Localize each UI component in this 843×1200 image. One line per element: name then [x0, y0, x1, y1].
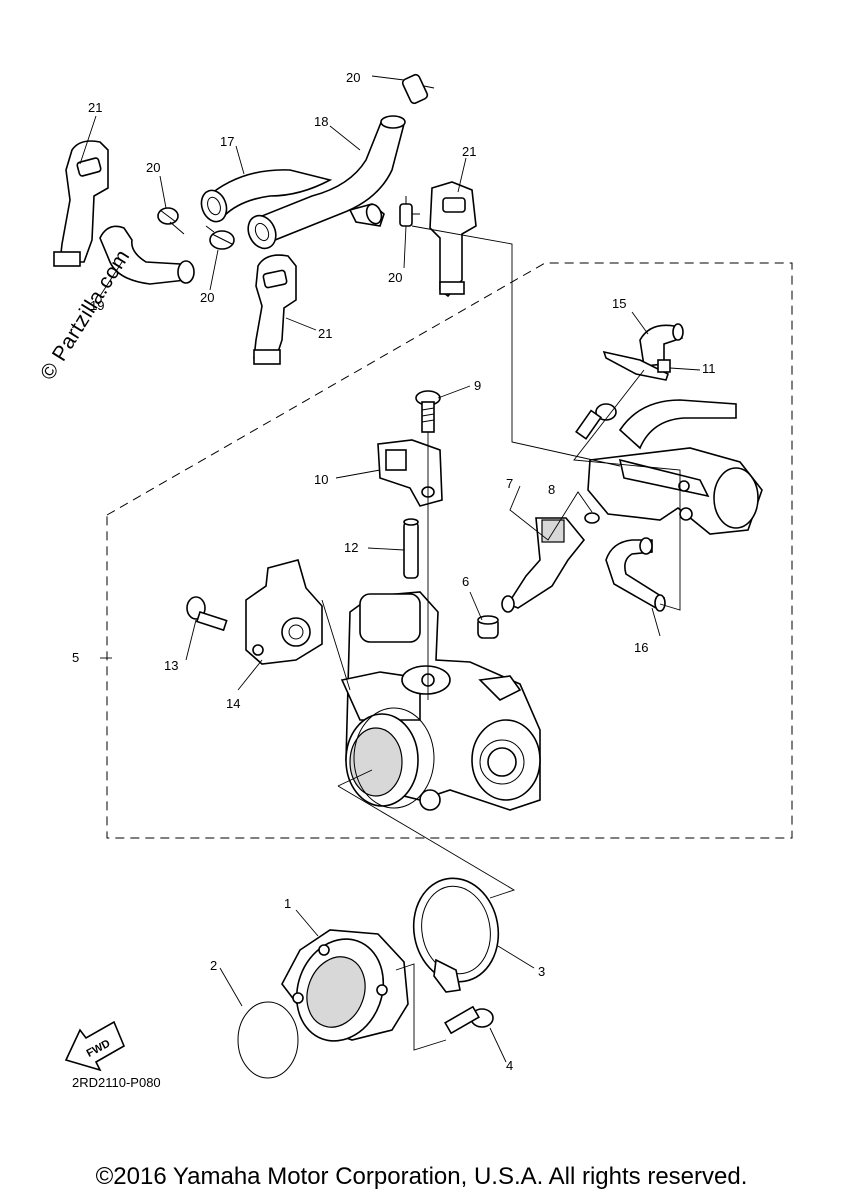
- callout-3[interactable]: 3: [538, 964, 545, 979]
- clamp-20-d[interactable]: [401, 73, 435, 105]
- callout-20-left[interactable]: 20: [146, 160, 160, 175]
- hose-15[interactable]: [639, 323, 684, 367]
- callout-10[interactable]: 10: [314, 472, 328, 487]
- callout-21-lower[interactable]: 21: [318, 326, 332, 341]
- sensor-14[interactable]: [245, 559, 323, 665]
- bracket-21-lower[interactable]: [253, 254, 297, 365]
- bracket-21-left[interactable]: [53, 140, 109, 267]
- callout-19[interactable]: 19: [90, 298, 104, 313]
- clamp-20-b[interactable]: [205, 225, 235, 250]
- callout-4[interactable]: 4: [506, 1058, 513, 1073]
- sensor-10[interactable]: [377, 439, 443, 507]
- callout-20-top[interactable]: 20: [346, 70, 360, 85]
- callout-8[interactable]: 8: [548, 482, 555, 497]
- callout-11[interactable]: 11: [702, 361, 716, 376]
- bracket-21-right[interactable]: [429, 181, 477, 298]
- clamp-20-c[interactable]: [399, 196, 420, 227]
- grommet-6[interactable]: [477, 615, 499, 639]
- fwd-arrow-icon: FWD: [64, 1020, 126, 1072]
- callout-7[interactable]: 7: [506, 476, 513, 491]
- callout-14[interactable]: 14: [226, 696, 240, 711]
- callout-20-lower[interactable]: 20: [200, 290, 214, 305]
- drawing-code: 2RD2110-P080: [72, 1075, 161, 1090]
- callout-17[interactable]: 17: [220, 134, 234, 149]
- copyright-notice: ©2016 Yamaha Motor Corporation, U.S.A. A…: [95, 1163, 748, 1190]
- callout-18[interactable]: 18: [314, 114, 328, 129]
- callout-12[interactable]: 12: [344, 540, 358, 555]
- bolt-4[interactable]: [444, 1005, 494, 1035]
- clamp-band-3[interactable]: [406, 871, 507, 993]
- throttle-body[interactable]: [340, 591, 541, 811]
- callout-1[interactable]: 1: [284, 896, 291, 911]
- hose-16[interactable]: [605, 537, 666, 612]
- clip-11[interactable]: [602, 350, 671, 381]
- callout-21-left[interactable]: 21: [88, 100, 102, 115]
- callout-9[interactable]: 9: [474, 378, 481, 393]
- callout-16[interactable]: 16: [634, 640, 648, 655]
- screw-9[interactable]: [415, 390, 441, 433]
- injector-7[interactable]: [501, 517, 586, 613]
- fuel-pipe-assembly[interactable]: [587, 399, 763, 535]
- hose-19[interactable]: [99, 225, 195, 285]
- callout-13[interactable]: 13: [164, 658, 178, 673]
- callout-5[interactable]: 5: [72, 650, 79, 665]
- hose-18[interactable]: [243, 115, 406, 253]
- intake-joint-1[interactable]: [281, 927, 409, 1053]
- callout-6[interactable]: 6: [462, 574, 469, 589]
- callout-20-right[interactable]: 20: [388, 270, 402, 285]
- assembly-boundary: [106, 262, 793, 839]
- callout-2[interactable]: 2: [210, 958, 217, 973]
- callout-15[interactable]: 15: [612, 296, 626, 311]
- screw-upper[interactable]: [575, 403, 617, 440]
- callout-labels: 1 2 3 4 5 6 7 8 9 10 11 12 13 14 15 16 1…: [72, 70, 716, 1073]
- callout-21-right[interactable]: 21: [462, 144, 476, 159]
- leader-lines: [79, 75, 701, 1063]
- clamp-20-a[interactable]: [157, 207, 185, 235]
- collar-12[interactable]: [403, 518, 419, 579]
- screw-13[interactable]: [186, 596, 228, 632]
- o-ring-2[interactable]: [237, 1001, 299, 1079]
- o-ring-8[interactable]: [584, 512, 600, 524]
- hose-17[interactable]: [197, 169, 333, 225]
